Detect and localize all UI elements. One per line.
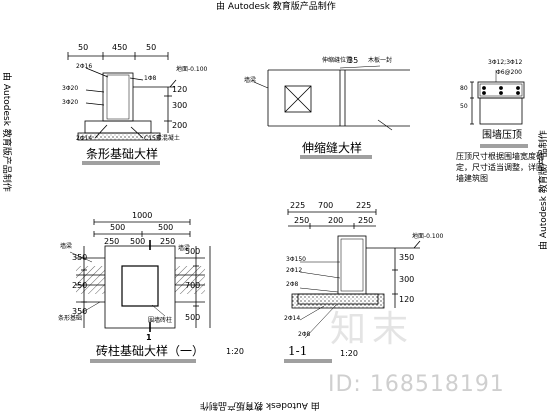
dim-label: 80 (460, 85, 468, 92)
dim-label: 120 (172, 85, 188, 94)
wall-beam-label: 墙梁 (60, 243, 73, 250)
dim-label: 350 (72, 253, 88, 262)
dim-label: 500 (110, 223, 126, 232)
detail-title: 伸缩缝大样 (302, 141, 363, 155)
site-id-watermark: ID: 168518191 (328, 372, 505, 397)
dim-label: 450 (112, 43, 128, 52)
dim-label: 500 (130, 237, 146, 246)
brick-column-label: 围墙砖柱 (148, 317, 173, 324)
detail-title: 砖柱基础大样（一） (96, 344, 205, 358)
detail-title: 1-1 (288, 344, 308, 358)
rebar-label: 3Φ150 (286, 256, 306, 263)
wall-beam-label: 墙梁 (178, 245, 191, 252)
dim-label: 35 (348, 56, 359, 65)
scale-label: 1:20 (226, 347, 244, 356)
ground-level-label: 地面-0.100 (412, 233, 444, 240)
dim-label: 50 (460, 103, 468, 110)
expansion-joint-detail (253, 65, 410, 159)
dim-label: 225 (290, 201, 306, 210)
dim-label: 250 (358, 216, 374, 225)
wall-coping-detail (470, 70, 528, 148)
joint-label: 木板一封 (368, 57, 393, 64)
concrete-label: C15素混凝土 (144, 135, 180, 142)
detail-title: 条形基础大样 (86, 147, 159, 161)
rebar-label: 1Φ8 (144, 75, 157, 82)
scale-label: 1:20 (340, 349, 358, 358)
dim-label: 500 (158, 223, 174, 232)
section-1-1 (284, 209, 421, 363)
rebar-label: 2Φ12 (286, 267, 303, 274)
dim-label: 120 (399, 295, 415, 304)
joint-label: 伸缩缝位置 (322, 57, 353, 64)
rebar-label: 3Φ20 (62, 99, 79, 106)
dim-label: 250 (160, 237, 176, 246)
wall-beam-label: 墙梁 (244, 77, 257, 84)
dim-label: 200 (328, 216, 344, 225)
rebar-label: 2Φ14 (284, 315, 301, 322)
dim-label: 300 (172, 101, 188, 110)
dim-label: 500 (185, 247, 201, 256)
dim-label: 50 (78, 43, 89, 52)
dim-label: 250 (294, 216, 310, 225)
section-mark: 1 (146, 333, 152, 342)
dim-label: 300 (399, 275, 415, 284)
bottom-watermark: 由 Autodesk 教育版产品制作 (200, 400, 320, 410)
dim-label: 250 (72, 281, 88, 290)
strip-footing-detail (67, 52, 177, 165)
dim-label: 350 (72, 307, 88, 316)
dim-label: 200 (172, 121, 188, 130)
left-watermark: 由 Autodesk 教育版产品制作 (1, 72, 11, 192)
rebar-label: 2Φ8 (298, 331, 311, 338)
strip-footing-label: 条形基础 (58, 315, 83, 322)
dim-label: 700 (185, 281, 201, 290)
rebar-label: 3Φ20 (62, 85, 79, 92)
dim-label: 500 (185, 313, 201, 322)
coping-note: 压顶尺寸根据围墙宽度确定，尺寸适当调整，详围墙建筑图 (456, 152, 544, 183)
detail-title: 围墙压顶 (482, 130, 522, 141)
header-watermark: 由 Autodesk 教育版产品制作 (216, 2, 336, 12)
dim-label: 50 (146, 43, 157, 52)
dim-label: 250 (104, 237, 120, 246)
rebar-label: 2Φ16 (76, 63, 93, 70)
dim-label: 225 (356, 201, 372, 210)
dim-label: 1000 (132, 211, 153, 220)
rebar-label: 2Φ14 (76, 135, 93, 142)
rebar-label: 3Φ12;3Φ12 (488, 59, 523, 66)
dim-label: 350 (399, 253, 415, 262)
dim-label: 700 (318, 201, 334, 210)
column-footing-plan (69, 219, 211, 363)
ground-level-label: 地面-0.100 (176, 66, 208, 73)
rebar-label: 2Φ8 (286, 281, 299, 288)
rebar-label: Φ6@200 (496, 69, 522, 76)
site-logo-watermark: 知末 (330, 309, 415, 350)
